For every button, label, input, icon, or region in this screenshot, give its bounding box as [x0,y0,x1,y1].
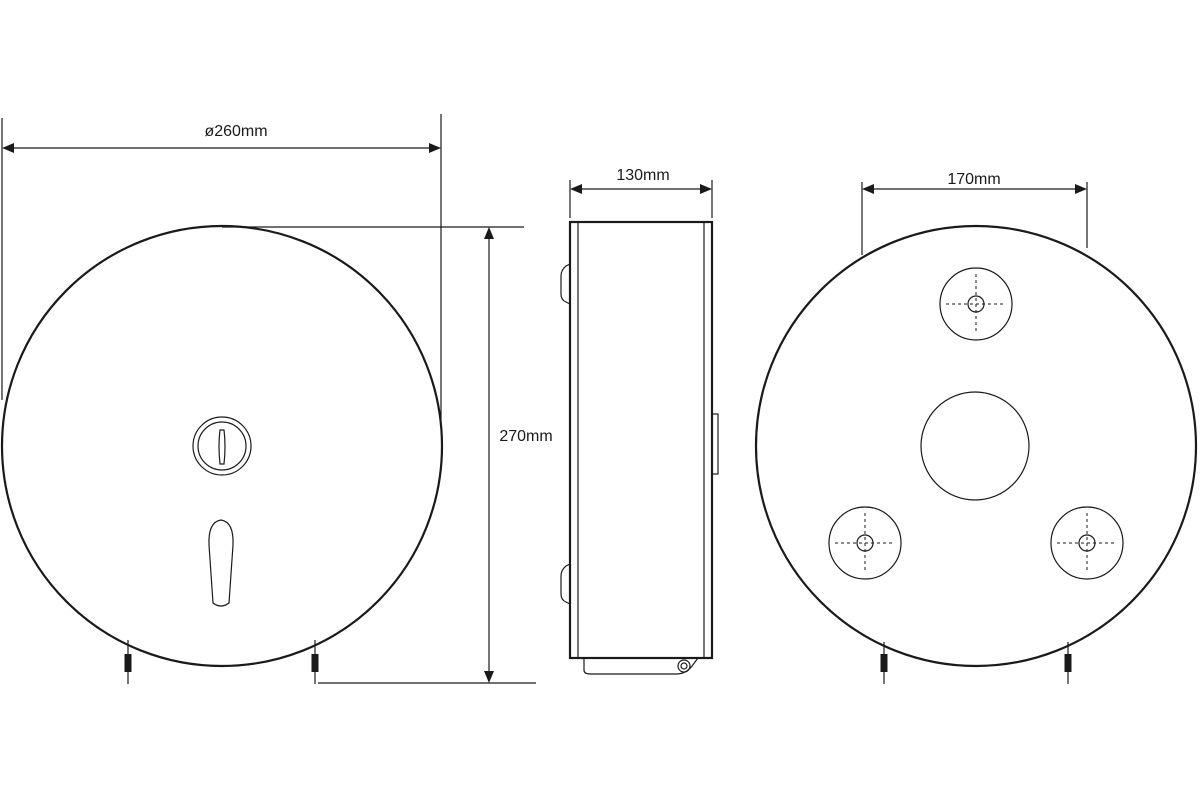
arrowhead-bottom [484,671,494,683]
front-width-label: ø260mm [204,123,267,140]
front-height-dimension: 270mm [222,226,558,684]
side-body [568,220,714,660]
front-body-circle [0,224,444,668]
side-depth-dimension: 130mm [569,167,713,218]
back-body-circle [754,224,1198,668]
lock-icon [192,416,252,476]
back-view: 170mm [754,171,1198,684]
front-height-label: 270mm [499,428,552,445]
mounting-hole-left [828,506,902,580]
front-view: ø260mm [0,114,444,684]
arrowhead-right [700,184,712,194]
front-width-dimension: ø260mm [1,114,442,420]
arrowhead-right [429,143,441,153]
lock-protrusion [711,413,719,475]
hole-spacing-dimension: 170mm [861,171,1088,255]
side-view: 130mm [560,167,719,675]
arrowhead-left [862,184,874,194]
side-hinge [583,657,699,675]
back-hinge-pin-left [880,642,888,684]
viewing-slot [208,519,234,607]
arrowhead-top [484,227,494,239]
hinge-pin-left [124,640,132,684]
lower-clip [560,563,571,605]
mounting-hole-right [1050,506,1124,580]
side-depth-label: 130mm [616,167,669,184]
arrowhead-right [1075,184,1087,194]
mounting-hole-top [939,267,1013,341]
arrowhead-left [2,143,14,153]
arrowhead-left [570,184,582,194]
hole-spacing-label: 170mm [947,171,1000,188]
back-hinge-pin-right [1064,642,1072,684]
center-hole [920,391,1030,501]
upper-clip [560,263,571,305]
hinge-pin-right [311,640,319,684]
